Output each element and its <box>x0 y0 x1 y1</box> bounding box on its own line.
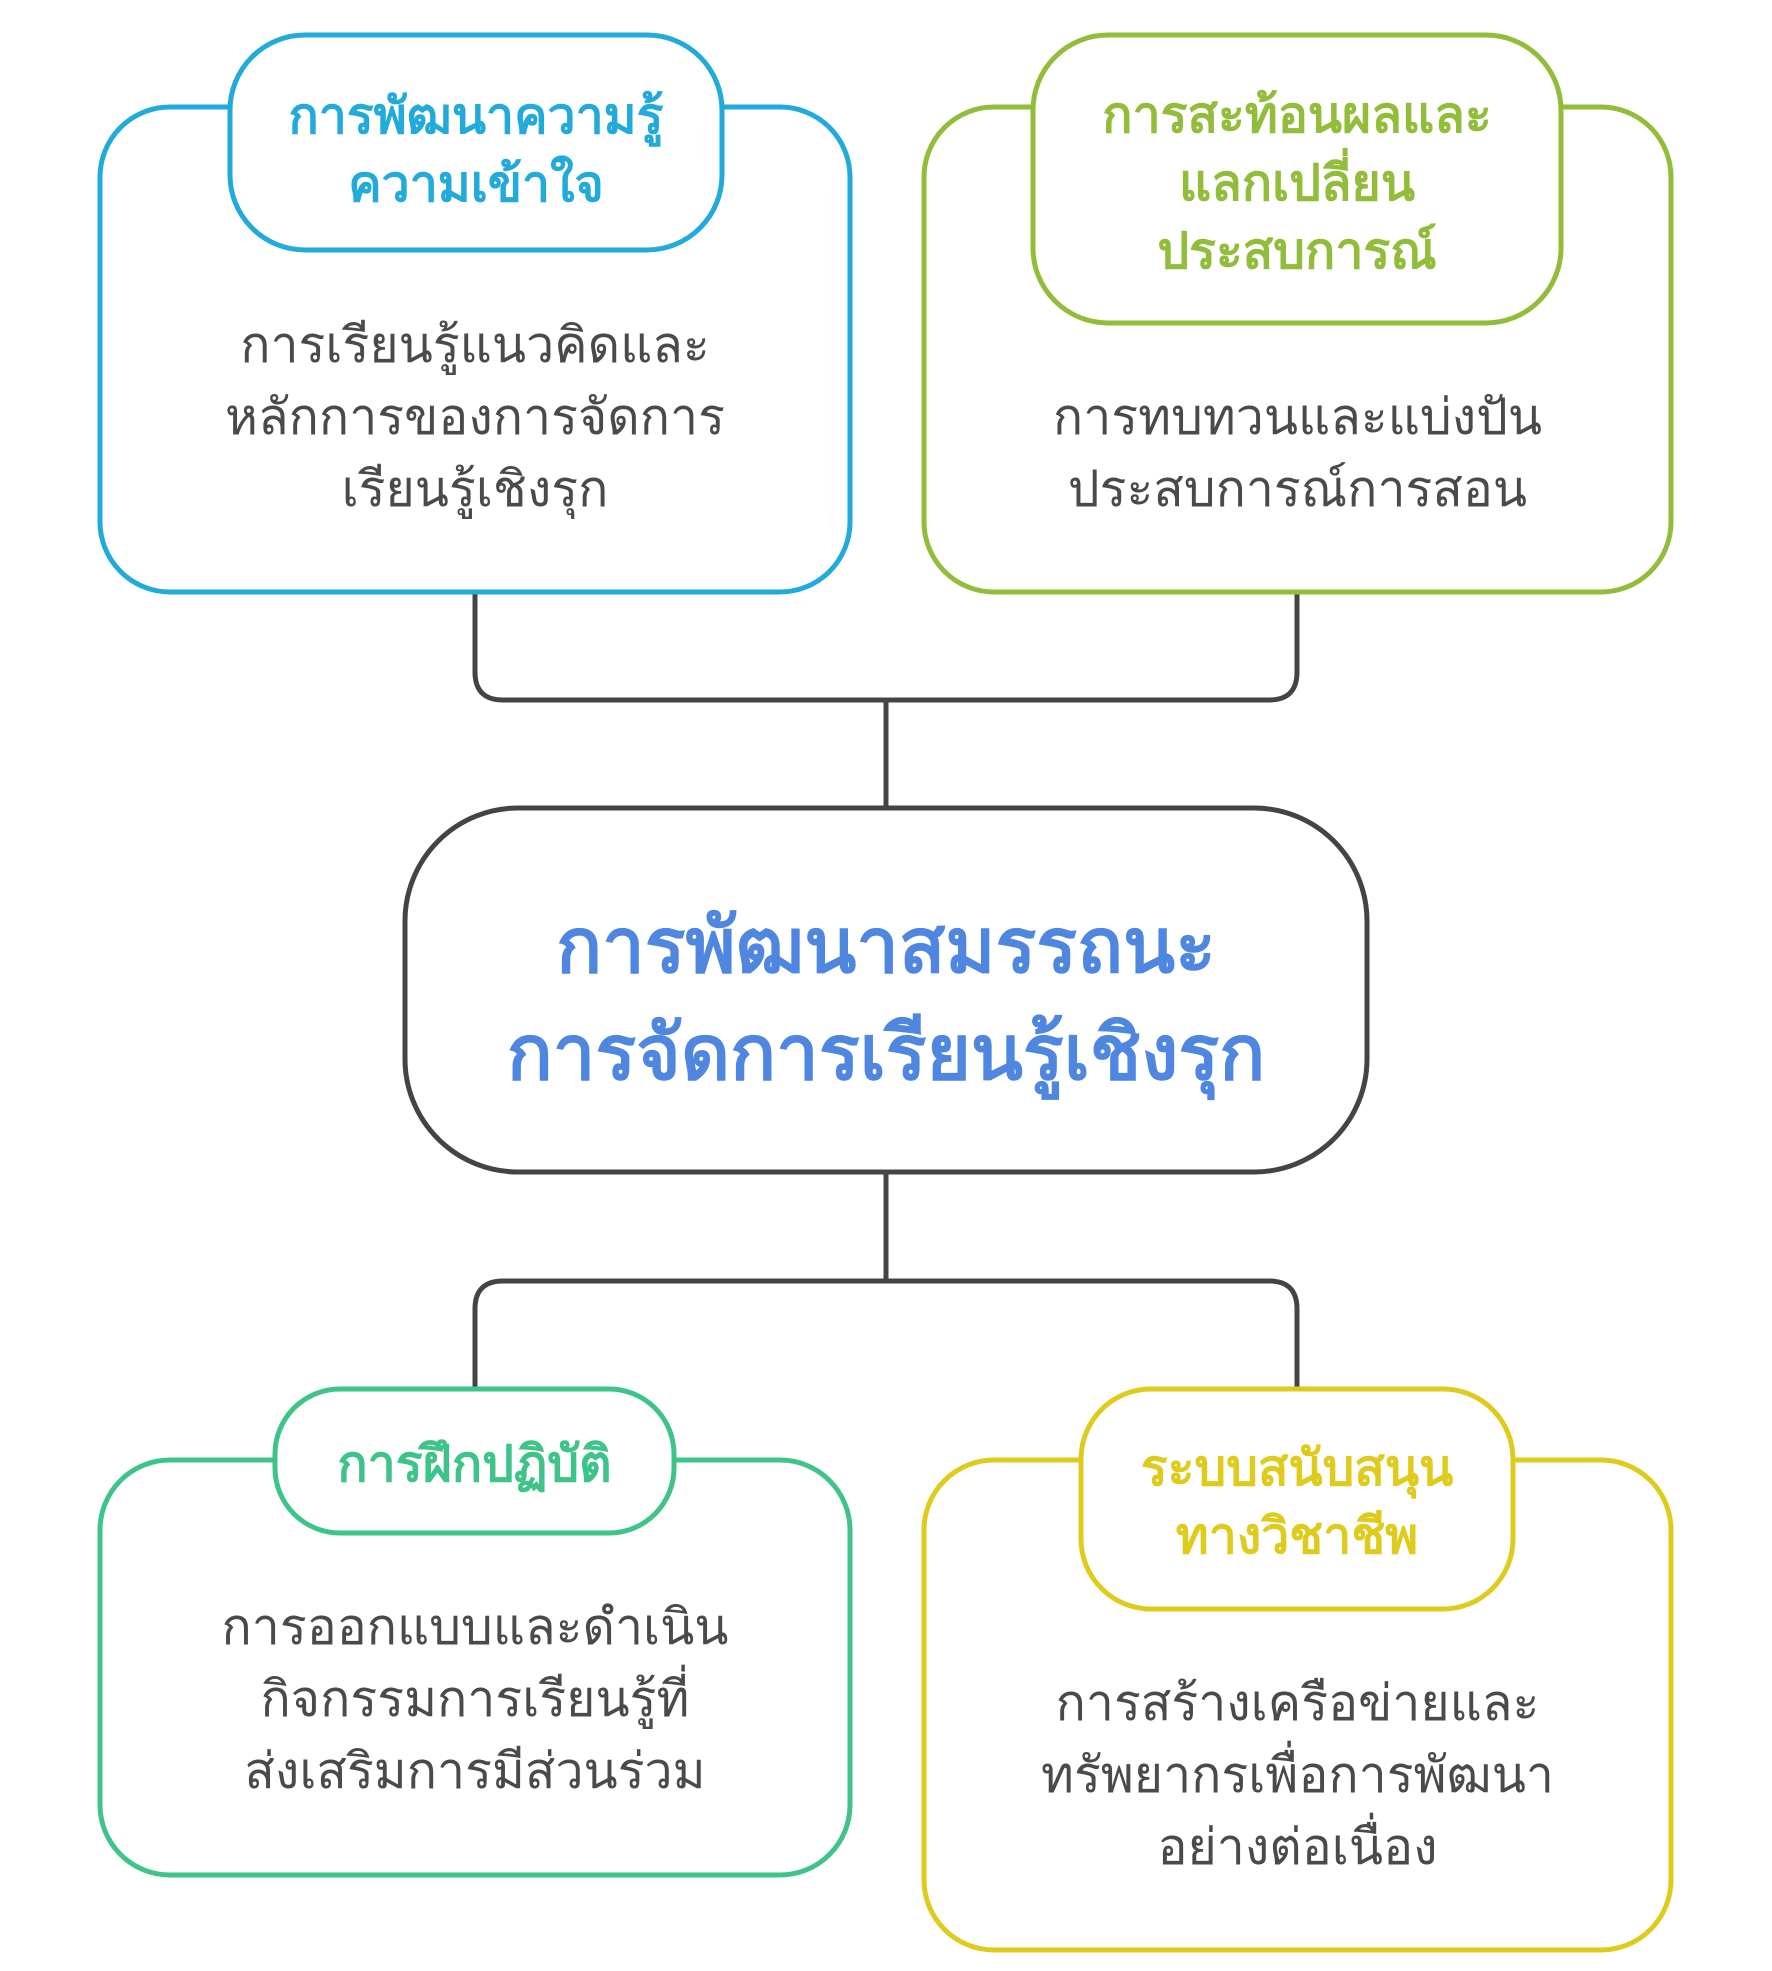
practice-title-box <box>272 1386 677 1536</box>
body-line: การทบทวนและแบ่งปัน <box>1052 388 1543 446</box>
knowledge-description: การเรียนรู้แนวคิดและ หลักการของการจัดการ… <box>100 309 850 525</box>
title-line: ระบบสนับสนุน <box>1140 1439 1454 1497</box>
title-line: ประสบการณ์ <box>1157 222 1437 280</box>
center-title-line: การพัฒนาสมรรถนะ <box>556 901 1216 990</box>
body-line: หลักการของการจัดการ <box>225 388 725 446</box>
support-title-box <box>1078 1386 1516 1612</box>
title-line: การสะท้อนผลและ <box>1102 86 1492 144</box>
reflection-title: การสะท้อนผลและ แลกเปลี่ยน ประสบการณ์ <box>1033 81 1561 285</box>
center-title-line: การจัดการเรียนรู้เชิงรุก <box>506 1008 1266 1097</box>
body-line: การสร้างเครือข่ายและ <box>1055 1674 1540 1732</box>
reflection-description: การทบทวนและแบ่งปัน ประสบการณ์การสอน <box>924 381 1671 525</box>
body-line: กิจกรรมการเรียนรู้ที่ <box>260 1670 690 1728</box>
practice-title: การฝึกปฏิบัติ <box>275 1430 674 1498</box>
center-box <box>402 805 1370 1175</box>
title-line: การพัฒนาความรู้ <box>288 87 664 145</box>
title-line: การฝึกปฏิบัติ <box>337 1435 612 1493</box>
body-line: การออกแบบและดำเนิน <box>221 1598 729 1656</box>
connector-bottom <box>472 1172 1300 1389</box>
body-line: ทรัพยากรเพื่อการพัฒนา <box>1041 1746 1554 1804</box>
body-line: เรียนรู้เชิงรุก <box>341 460 609 518</box>
support-description: การสร้างเครือข่ายและ ทรัพยากรเพื่อการพัฒ… <box>924 1667 1671 1883</box>
knowledge-title: การพัฒนาความรู้ ความเข้าใจ <box>230 82 722 218</box>
support-title: ระบบสนับสนุน ทางวิชาชีพ <box>1081 1434 1513 1570</box>
title-line: ความเข้าใจ <box>348 155 604 213</box>
body-line: ส่งเสริมการมีส่วนร่วม <box>244 1742 706 1800</box>
body-line: ประสบการณ์การสอน <box>1067 460 1528 518</box>
reflection-title-box <box>1030 32 1564 326</box>
title-line: ทางวิชาชีพ <box>1175 1507 1419 1565</box>
body-line: อย่างต่อเนื่อง <box>1157 1818 1438 1876</box>
center-title: การพัฒนาสมรรถนะ การจัดการเรียนรู้เชิงรุก <box>405 892 1367 1106</box>
title-line: แลกเปลี่ยน <box>1178 154 1416 212</box>
connector-top <box>472 592 1300 808</box>
body-line: การเรียนรู้แนวคิดและ <box>240 316 710 374</box>
practice-description: การออกแบบและดำเนิน กิจกรรมการเรียนรู้ที่… <box>100 1591 850 1807</box>
knowledge-title-box <box>227 32 725 253</box>
